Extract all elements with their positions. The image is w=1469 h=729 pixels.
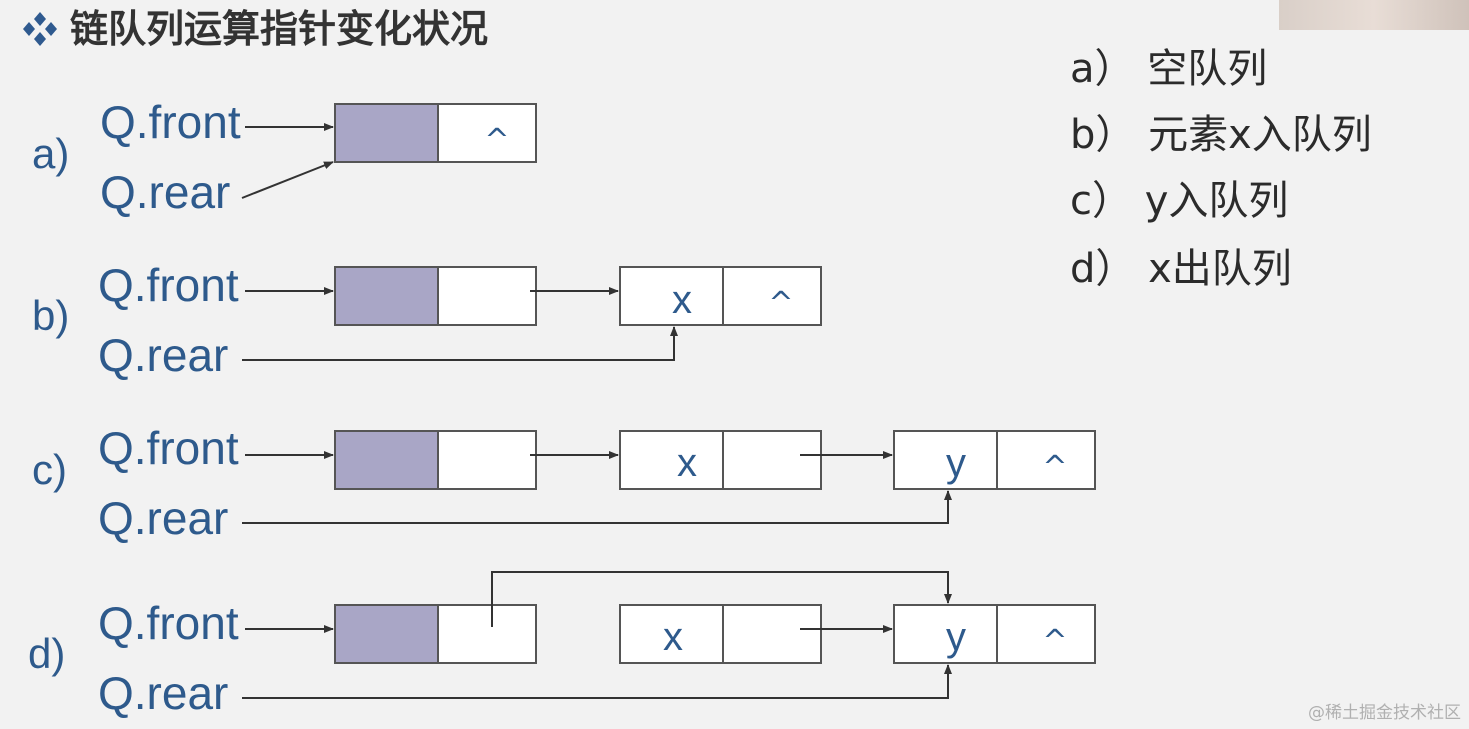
row-d: d) Q.front Q.rear x y ^ [28, 571, 1096, 719]
head-node-data-cell-a [334, 103, 439, 163]
rear-arrow-a [241, 161, 334, 199]
row-c: c) Q.front Q.rear x y ^ [32, 422, 1096, 544]
node-y-value-c: y [946, 441, 966, 485]
node-x-next-cell-b [722, 266, 822, 326]
front-pointer-label-a: Q.front [100, 96, 241, 148]
null-pointer-c: ^ [1042, 450, 1067, 485]
rear-pointer-label-d: Q.rear [98, 667, 228, 719]
node-x-value-c: x [677, 441, 697, 485]
node-y-next-cell-d [996, 604, 1096, 664]
watermark: @稀土掘金技术社区 [1308, 703, 1461, 723]
row-label-b: b) [32, 292, 69, 339]
legend-item-c: c） y入队列 [1070, 178, 1288, 224]
rear-pointer-label-a: Q.rear [100, 166, 230, 218]
row-b: b) Q.front Q.rear x ^ [32, 259, 822, 381]
node-y-value-d: y [946, 615, 966, 659]
node-x-value-d: x [663, 615, 683, 659]
row-a: a) Q.front Q.rear ^ [32, 96, 537, 218]
legend-item-b: b） 元素x入队列 [1070, 112, 1372, 158]
node-x-value-b: x [672, 278, 692, 322]
four-diamond-bullet-icon [23, 12, 57, 46]
head-node-next-cell-a [437, 103, 537, 163]
node-x-next-cell-d [722, 604, 822, 664]
legend-item-d: d） x出队列 [1070, 246, 1292, 292]
node-x-next-cell-c [722, 430, 822, 490]
node-y-data-cell-c [893, 430, 998, 490]
rear-arrow-c [242, 490, 952, 524]
front-pointer-label-c: Q.front [98, 422, 239, 474]
node-x-data-cell-d [619, 604, 724, 664]
presenter-video-thumbnail [1279, 0, 1469, 30]
row-label-a: a) [32, 130, 69, 177]
rear-pointer-label-c: Q.rear [98, 492, 228, 544]
slide-title: 链队列运算指针变化状况 [70, 7, 488, 51]
null-pointer-a: ^ [484, 123, 509, 158]
next-arrow-head-to-y-d [491, 571, 952, 627]
front-pointer-label-b: Q.front [98, 259, 239, 311]
head-node-data-cell-c [334, 430, 439, 490]
head-node-data-cell-d [334, 604, 439, 664]
row-label-c: c) [32, 446, 67, 493]
head-node-next-cell-b [437, 266, 537, 326]
rear-arrow-b [242, 326, 678, 361]
rear-pointer-label-b: Q.rear [98, 329, 228, 381]
node-y-next-cell-c [996, 430, 1096, 490]
node-x-data-cell-c [619, 430, 724, 490]
row-label-d: d) [28, 630, 65, 677]
front-pointer-label-d: Q.front [98, 597, 239, 649]
legend: a） 空队列 b） 元素x入队列 c） y入队列 d） x出队列 [1070, 46, 1372, 292]
null-pointer-d: ^ [1042, 624, 1067, 659]
node-y-data-cell-d [893, 604, 998, 664]
node-x-data-cell-b [619, 266, 724, 326]
legend-item-a: a） 空队列 [1070, 46, 1267, 92]
head-node-next-cell-d [437, 604, 537, 664]
null-pointer-b: ^ [768, 286, 793, 321]
head-node-data-cell-b [334, 266, 439, 326]
head-node-next-cell-c [437, 430, 537, 490]
rear-arrow-d [242, 664, 952, 699]
